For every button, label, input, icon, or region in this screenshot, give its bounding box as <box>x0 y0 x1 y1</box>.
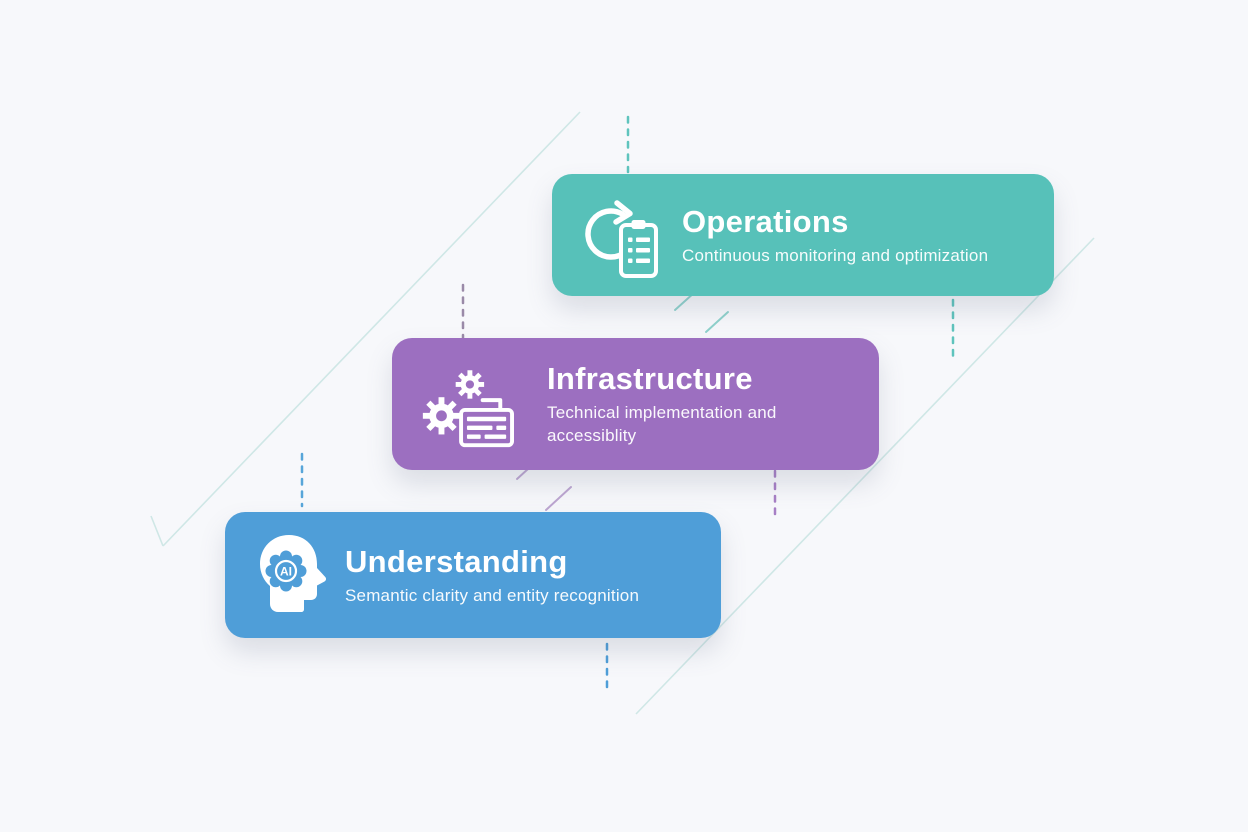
card-title: Understanding <box>345 543 568 579</box>
ai-icon-label: AI <box>280 565 292 579</box>
card-text-block: Infrastructure Technical implementation … <box>547 361 801 447</box>
gears-keyboard-icon <box>416 364 514 450</box>
card-understanding: AI Understanding Semantic clarity and en… <box>225 512 721 638</box>
card-subtitle: Continuous monitoring and optimization <box>682 245 989 265</box>
slash-accent <box>545 486 572 511</box>
card-subtitle: Technical implementation and accessiblit… <box>547 403 777 445</box>
card-operations: Operations Continuous monitoring and opt… <box>552 174 1054 296</box>
diagonal-line-tick <box>150 515 164 547</box>
card-text-block: Understanding Semantic clarity and entit… <box>345 544 639 607</box>
ai-head-icon: AI <box>253 531 333 619</box>
card-text-block: Operations Continuous monitoring and opt… <box>682 204 988 267</box>
card-title: Operations <box>682 203 849 239</box>
slash-accent <box>705 311 729 333</box>
card-title: Infrastructure <box>547 361 753 396</box>
diagonal-line <box>162 111 581 547</box>
diagonal-line <box>635 237 1095 715</box>
refresh-clipboard-icon <box>584 198 666 282</box>
card-subtitle: Semantic clarity and entity recognition <box>345 585 640 605</box>
card-infrastructure: Infrastructure Technical implementation … <box>392 338 879 470</box>
